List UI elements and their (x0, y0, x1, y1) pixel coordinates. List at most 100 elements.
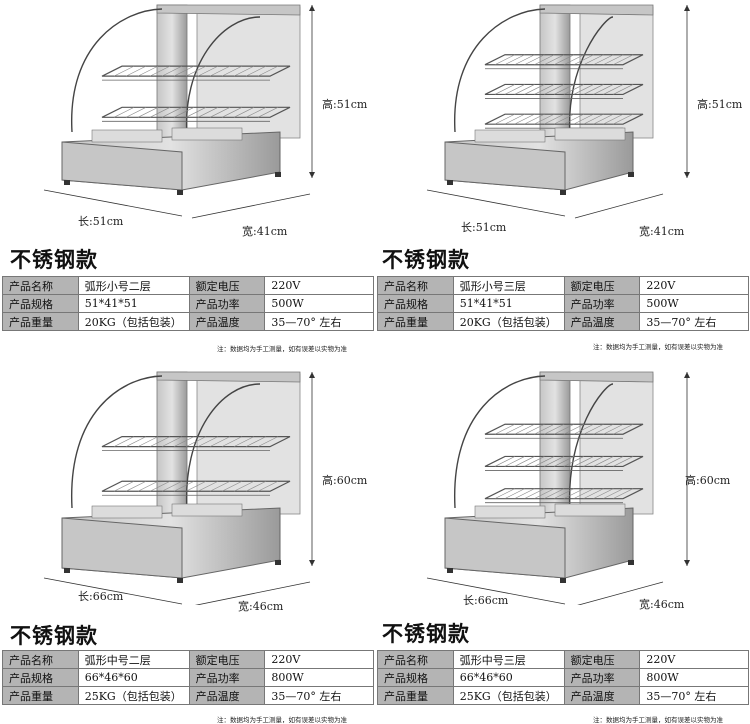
foot (560, 578, 566, 583)
spec-label: 产品重量 (2, 312, 79, 331)
spec-label: 产品名称 (377, 650, 454, 669)
food-tray (554, 127, 626, 141)
wire-shelf (484, 54, 644, 66)
spec-value: 弧形小号三层 (452, 276, 565, 295)
side-panel (196, 373, 301, 515)
back-frame (539, 4, 571, 143)
spec-value: 500W (264, 294, 374, 313)
spec-label: 产品温度 (563, 686, 641, 705)
width-dimension-label: 宽:46cm (639, 598, 685, 611)
foot (177, 578, 183, 583)
product-panel-small-three-tier: 高:51cm 长:51cm 宽:41cm 不锈钢款 产品名称弧形小号三层额定电压… (375, 0, 750, 360)
spec-value: 弧形中号三层 (452, 650, 565, 669)
spec-label: 产品规格 (2, 668, 79, 687)
height-dimension-label: 高:60cm (685, 474, 731, 487)
spec-value: 25KG（包括包装） (452, 686, 565, 705)
curved-glass-left (71, 8, 163, 133)
width-dimension-line (191, 193, 311, 219)
width-dimension-label: 宽:46cm (238, 600, 284, 613)
curved-glass-right (568, 16, 614, 137)
foot (275, 172, 281, 177)
spec-label: 产品名称 (2, 650, 79, 669)
foot (447, 180, 453, 185)
spec-label: 产品温度 (563, 312, 641, 331)
spec-label: 额定电压 (563, 650, 641, 669)
width-dimension-label: 宽:41cm (242, 225, 288, 238)
spec-value: 25KG（包括包装） (77, 686, 190, 705)
base-front (444, 517, 566, 579)
wire-shelf (101, 65, 291, 77)
width-dimension-line (577, 581, 664, 605)
spec-value: 35—70° 左右 (639, 312, 749, 331)
foot (628, 560, 634, 565)
measurement-note: 注：数据均为手工测量，如有误差以实物为准 (593, 716, 723, 724)
product-panel-small-two-tier: 高:51cm 长:51cm 宽:41cm 不锈钢款 产品名称弧形小号二层额定电压… (0, 0, 375, 360)
wire-shelf (101, 106, 291, 118)
height-dimension-label: 高:60cm (322, 474, 368, 487)
food-tray (474, 505, 546, 519)
spec-value: 66*46*60 (77, 668, 190, 687)
spec-value: 220V (639, 276, 749, 295)
length-dimension-label: 长:51cm (78, 215, 124, 228)
back-frame (539, 371, 571, 519)
spec-value: 弧形中号二层 (77, 650, 190, 669)
spec-value: 220V (264, 276, 374, 295)
spec-value: 弧形小号二层 (77, 276, 190, 295)
warmer-cabinet-illustration (43, 371, 315, 605)
product-panel-medium-three-tier: 高:60cm 长:66cm 宽:46cm 不锈钢款 产品名称弧形中号三层额定电压… (375, 360, 750, 724)
measurement-note: 注：数据均为手工测量，如有误差以实物为准 (217, 345, 347, 353)
food-tray (554, 503, 626, 517)
wire-shelf (484, 488, 644, 500)
top-bar (539, 4, 654, 16)
spec-label: 产品温度 (188, 686, 266, 705)
measurement-note: 注：数据均为手工测量，如有误差以实物为准 (217, 716, 347, 724)
food-tray (91, 129, 163, 143)
height-dimension-label: 高:51cm (697, 98, 743, 111)
spec-label: 产品规格 (2, 294, 79, 313)
cabinet-drawing (426, 4, 690, 219)
spec-label: 产品功率 (188, 668, 266, 687)
spec-label: 产品功率 (563, 668, 641, 687)
spec-value: 35—70° 左右 (264, 312, 374, 331)
side-panel (196, 6, 301, 139)
product-title: 不锈钢款 (10, 624, 98, 648)
spec-label: 产品规格 (377, 294, 454, 313)
side-panel (579, 6, 654, 139)
spec-value: 20KG（包括包装） (452, 312, 565, 331)
foot (64, 568, 70, 573)
foot (275, 560, 281, 565)
length-dimension-line (426, 189, 566, 217)
spec-value: 500W (639, 294, 749, 313)
spec-value: 35—70° 左右 (639, 686, 749, 705)
warmer-cabinet-illustration (426, 4, 690, 219)
warmer-cabinet-illustration (426, 371, 690, 605)
wire-shelf (101, 480, 291, 492)
spec-value: 220V (639, 650, 749, 669)
length-dimension-line (426, 577, 566, 605)
base-front (61, 517, 183, 579)
cabinet-drawing (43, 371, 315, 605)
wire-shelf (101, 436, 291, 448)
cabinet-drawing (43, 4, 315, 219)
warmer-cabinet-illustration (43, 4, 315, 219)
spec-value: 800W (264, 668, 374, 687)
food-tray (171, 127, 243, 141)
length-dimension-line (43, 189, 183, 217)
food-tray (171, 503, 243, 517)
food-tray (474, 129, 546, 143)
wire-shelf (484, 83, 644, 96)
height-dimension-label: 高:51cm (322, 98, 368, 111)
